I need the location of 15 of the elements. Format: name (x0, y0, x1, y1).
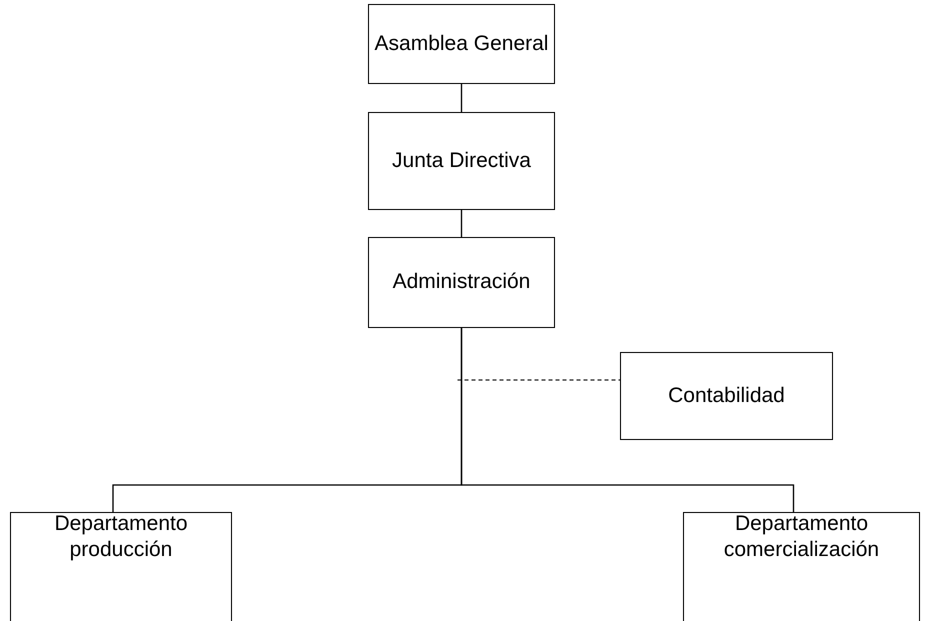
connector-line (460, 328, 794, 512)
box-label: Departamento comercialización (722, 510, 880, 563)
connector-line (460, 210, 462, 237)
box-label: Contabilidad (668, 382, 785, 409)
box-label: Asamblea General (374, 30, 548, 57)
org-box (10, 512, 232, 621)
org-box (683, 512, 920, 621)
org-box (368, 237, 555, 328)
box-label: Departamento producción (53, 510, 189, 563)
connector-line (460, 84, 462, 112)
org-box (368, 112, 555, 210)
box-label: Junta Directiva (392, 148, 531, 174)
org-box (368, 4, 555, 84)
box-label: Administración (392, 269, 530, 296)
org-box (620, 352, 833, 440)
